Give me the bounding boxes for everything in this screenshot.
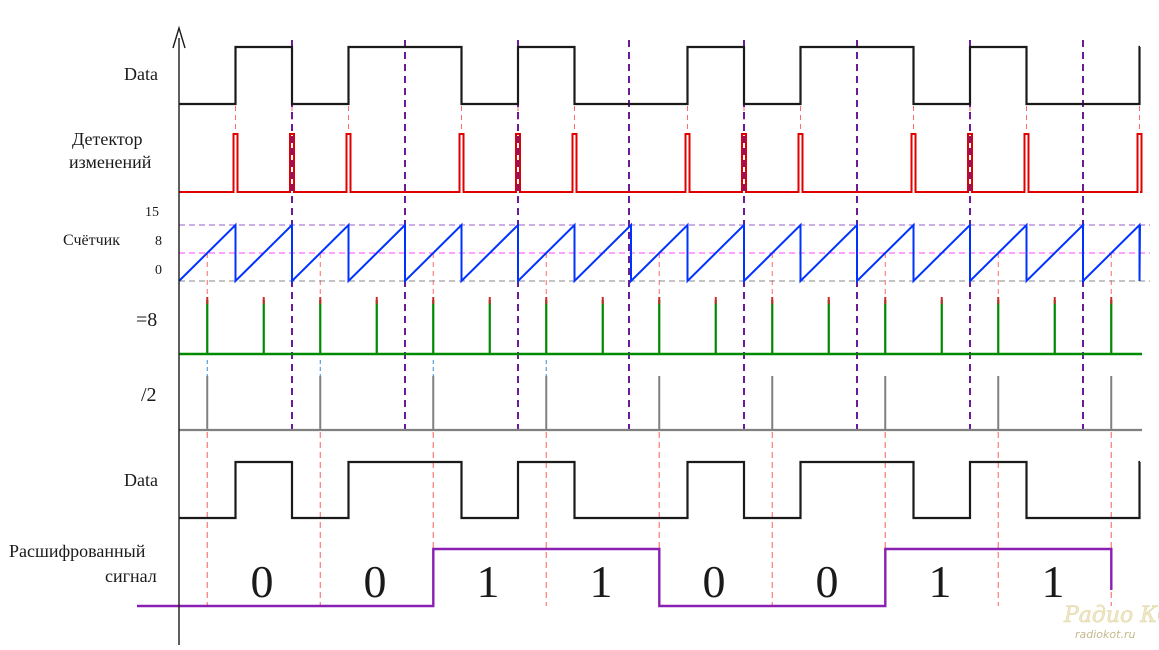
detector-label-line1: Детектор bbox=[72, 129, 142, 149]
detector-label-line2: изменений bbox=[69, 152, 152, 172]
decoded-bit-5: 0 bbox=[703, 556, 726, 607]
decoded-bit-6: 0 bbox=[816, 556, 839, 607]
detector-trace bbox=[179, 133, 1143, 193]
counter-label: Счётчик bbox=[63, 232, 120, 249]
counter-threshold-lines bbox=[179, 224, 1150, 282]
decoded-label-line2: сигнал bbox=[105, 566, 157, 586]
decoded-bit-4: 1 bbox=[590, 556, 613, 607]
data-bottom-trace bbox=[179, 460, 1141, 520]
guide-lines bbox=[206, 106, 1140, 606]
counter-tick-15: 15 bbox=[145, 205, 159, 220]
counter-tick-0: 0 bbox=[155, 263, 162, 278]
decoded-signal-trace bbox=[137, 547, 1113, 608]
signal-traces bbox=[137, 45, 1143, 608]
watermark-brand: Радио КОТ bbox=[1063, 603, 1159, 628]
div2-label: /2 bbox=[141, 384, 157, 406]
data-top-trace bbox=[179, 45, 1141, 106]
counter-trace bbox=[178, 222, 1141, 284]
data-bottom-label: Data bbox=[124, 470, 158, 490]
time-axis bbox=[172, 25, 186, 645]
eq8-label: =8 bbox=[136, 309, 157, 331]
counter-tick-8: 8 bbox=[155, 234, 162, 249]
decoded-bit-7: 1 bbox=[929, 556, 952, 607]
decoded-bit-8: 1 bbox=[1042, 556, 1065, 607]
decoded-bit-3: 1 bbox=[477, 556, 500, 607]
data-top-label: Data bbox=[124, 64, 158, 84]
decoded-bit-1: 0 bbox=[251, 556, 274, 607]
decoded-label-line1: Расшифрованный bbox=[9, 541, 146, 561]
watermark-url: radiokot.ru bbox=[1075, 628, 1135, 641]
watermark: Радио КОТ radiokot.ru bbox=[1063, 603, 1159, 641]
decoded-bit-2: 0 bbox=[364, 556, 387, 607]
